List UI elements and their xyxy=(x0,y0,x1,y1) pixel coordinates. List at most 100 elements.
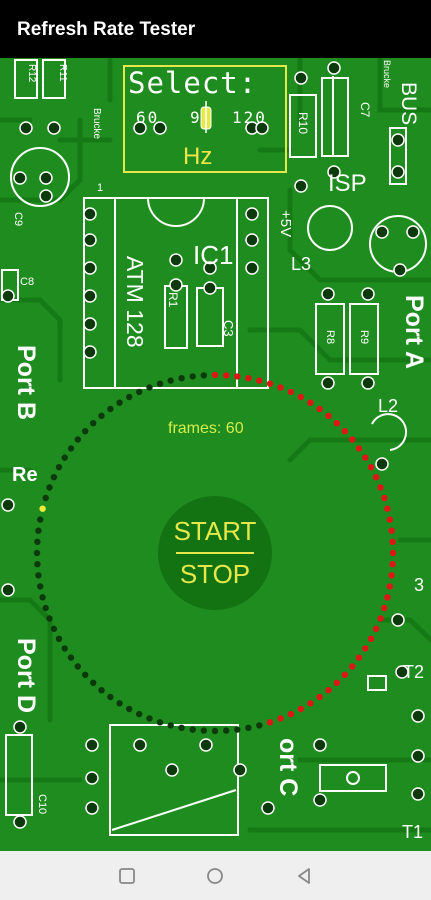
ring-dot xyxy=(167,722,174,729)
solder-pad xyxy=(321,376,335,390)
ring-dot xyxy=(46,484,53,491)
app-bar: Refresh Rate Tester xyxy=(0,0,431,58)
solder-pad xyxy=(165,763,179,777)
solder-pad xyxy=(39,171,53,185)
label-l3: L3 xyxy=(291,254,312,274)
solder-pad xyxy=(133,121,147,135)
selector-knob-icon[interactable] xyxy=(196,101,216,133)
ring-dot xyxy=(200,727,207,734)
label-c7: C7 xyxy=(358,102,372,118)
ring-dot xyxy=(245,724,252,731)
ring-dot xyxy=(341,671,348,678)
ring-dot xyxy=(384,505,391,512)
ring-dot xyxy=(277,384,284,391)
ring-dot xyxy=(367,635,375,642)
ring-dot xyxy=(333,679,340,686)
ring-dot xyxy=(34,538,41,545)
label-port-a: Port A xyxy=(400,295,428,370)
solder-pad xyxy=(1,498,15,512)
label-c9: C9 xyxy=(12,212,24,227)
recent-apps-icon[interactable] xyxy=(115,864,139,888)
ring-dot xyxy=(389,561,396,568)
ring-dot xyxy=(325,412,332,419)
ring-dot xyxy=(381,494,388,502)
solder-pad xyxy=(85,771,99,785)
ring-dot xyxy=(266,719,274,726)
ring-dot xyxy=(67,654,75,661)
label-c3: C3 xyxy=(221,320,236,337)
solder-pad xyxy=(313,738,327,752)
rate-option-120[interactable]: 120 xyxy=(232,108,267,127)
ring-dot xyxy=(307,399,314,406)
label-brucke: Brucke xyxy=(91,108,102,140)
ring-dot xyxy=(341,428,348,435)
ring-dot xyxy=(126,393,133,401)
ring-dot xyxy=(178,724,185,731)
solder-pad xyxy=(361,287,375,301)
navigation-bar xyxy=(0,851,431,900)
solder-pad xyxy=(83,233,97,247)
ring-dot xyxy=(61,645,68,652)
ring-dot xyxy=(74,436,82,443)
ring-dot xyxy=(287,388,294,396)
ring-dot xyxy=(377,484,384,491)
solder-pad xyxy=(321,287,335,301)
solder-pad xyxy=(313,793,327,807)
ring-dot xyxy=(189,726,196,733)
label-c8: C8 xyxy=(20,276,35,288)
label-r11: R11 xyxy=(57,64,68,82)
ring-dot xyxy=(388,527,395,534)
ring-dot xyxy=(355,654,363,661)
frames-counter: frames: 60 xyxy=(168,420,244,437)
solder-pad xyxy=(294,71,308,85)
ring-dot xyxy=(223,727,230,734)
label-l2: L2 xyxy=(378,396,399,416)
ring-dot xyxy=(146,715,153,722)
ring-dot xyxy=(362,454,369,461)
ring-dot xyxy=(349,663,356,670)
ring-dot xyxy=(50,474,58,481)
label-ic1: IC1 xyxy=(193,240,234,270)
solder-pad xyxy=(411,787,425,801)
start-button[interactable]: START xyxy=(173,516,257,546)
ring-dot xyxy=(126,705,133,713)
solder-pad xyxy=(13,720,27,734)
rate-option-60[interactable]: 60 xyxy=(136,108,160,127)
app-title: Refresh Rate Tester xyxy=(17,19,196,40)
label-port-c: ort C xyxy=(274,738,302,797)
ring-dot xyxy=(156,719,164,726)
solder-pad xyxy=(391,165,405,179)
solder-pad xyxy=(255,121,269,135)
back-icon[interactable] xyxy=(292,864,316,888)
ring-dot xyxy=(372,474,380,481)
ring-dot xyxy=(107,693,114,701)
solder-pad xyxy=(233,763,247,777)
stop-button[interactable]: STOP xyxy=(179,559,251,589)
home-icon[interactable] xyxy=(203,864,227,888)
solder-pad xyxy=(361,376,375,390)
ring-dot xyxy=(372,625,380,632)
solder-pad xyxy=(391,613,405,627)
ring-dot xyxy=(42,494,49,502)
label-r12: R12 xyxy=(26,64,37,83)
ring-dot xyxy=(50,625,58,632)
label-port-d: Port D xyxy=(12,638,40,713)
ring-dot xyxy=(297,705,304,713)
solder-pad xyxy=(393,263,407,277)
solder-pad xyxy=(133,738,147,752)
ring-dot xyxy=(316,693,323,701)
ring-dot xyxy=(37,516,44,523)
ring-dot xyxy=(245,375,252,382)
solder-pad xyxy=(85,801,99,815)
solder-pad xyxy=(19,121,33,135)
ring-dot xyxy=(362,645,369,652)
ring-dot xyxy=(349,436,356,443)
solder-pad xyxy=(294,179,308,193)
ring-dot xyxy=(389,549,397,557)
ring-dot xyxy=(61,454,68,461)
ring-dot xyxy=(136,388,143,396)
ring-dot xyxy=(33,549,41,557)
ring-dot xyxy=(386,583,393,590)
ring-dot xyxy=(355,445,363,452)
solder-pad xyxy=(411,709,425,723)
